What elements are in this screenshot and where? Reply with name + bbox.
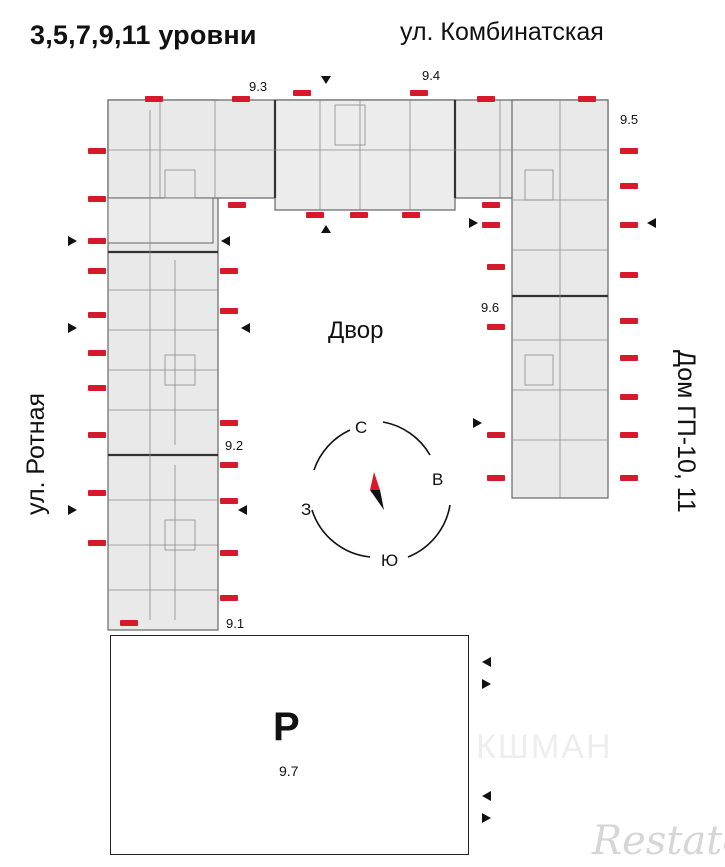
- entrance-arrow-icon: [68, 505, 77, 515]
- courtyard-label: Двор: [328, 317, 384, 344]
- compass-north: С: [355, 418, 368, 437]
- entrance-arrow-icon: [238, 505, 247, 515]
- section-label: 9.5: [620, 112, 639, 127]
- parking-letter: P: [273, 705, 300, 749]
- restate-logo: Restate: [592, 818, 725, 864]
- interior-walls: [108, 100, 608, 620]
- compass-east: В: [432, 470, 444, 489]
- compass: [311, 421, 451, 558]
- compass-needle-south-icon: [370, 490, 384, 510]
- entrance-arrow-icon: [482, 657, 491, 667]
- compass-south: Ю: [381, 551, 399, 570]
- entrance-arrow-icon: [68, 236, 77, 246]
- page-title: 3,5,7,9,11 уровни: [30, 20, 257, 50]
- entrance-arrow-icon: [469, 218, 478, 228]
- entrance-arrow-icon: [221, 236, 230, 246]
- entrance-arrows: [68, 76, 656, 823]
- parking-number: 9.7: [279, 763, 299, 779]
- entrance-arrow-icon: [241, 323, 250, 333]
- background-watermark: КШМАН: [476, 728, 613, 766]
- entrance-arrow-icon: [482, 791, 491, 801]
- entrance-arrow-icon: [321, 225, 331, 233]
- entrance-arrow-icon: [321, 76, 331, 84]
- street-label-top: ул. Комбинатская: [400, 18, 604, 46]
- section-label: 9.6: [481, 300, 500, 315]
- compass-needle-north-icon: [370, 472, 380, 490]
- entrance-arrow-icon: [473, 418, 482, 428]
- building-footprint: [107, 99, 609, 631]
- section-label: 9.1: [226, 616, 245, 631]
- compass-west: З: [301, 500, 312, 519]
- section-label: 9.2: [225, 438, 244, 453]
- entrance-arrow-icon: [482, 813, 491, 823]
- entrance-arrow-icon: [482, 679, 491, 689]
- parking-area: [110, 635, 469, 855]
- section-label: 9.4: [422, 68, 441, 83]
- section-label: 9.3: [249, 79, 268, 94]
- entrance-arrow-icon: [647, 218, 656, 228]
- apartment-badges: [88, 90, 638, 626]
- entrance-arrow-icon: [68, 323, 77, 333]
